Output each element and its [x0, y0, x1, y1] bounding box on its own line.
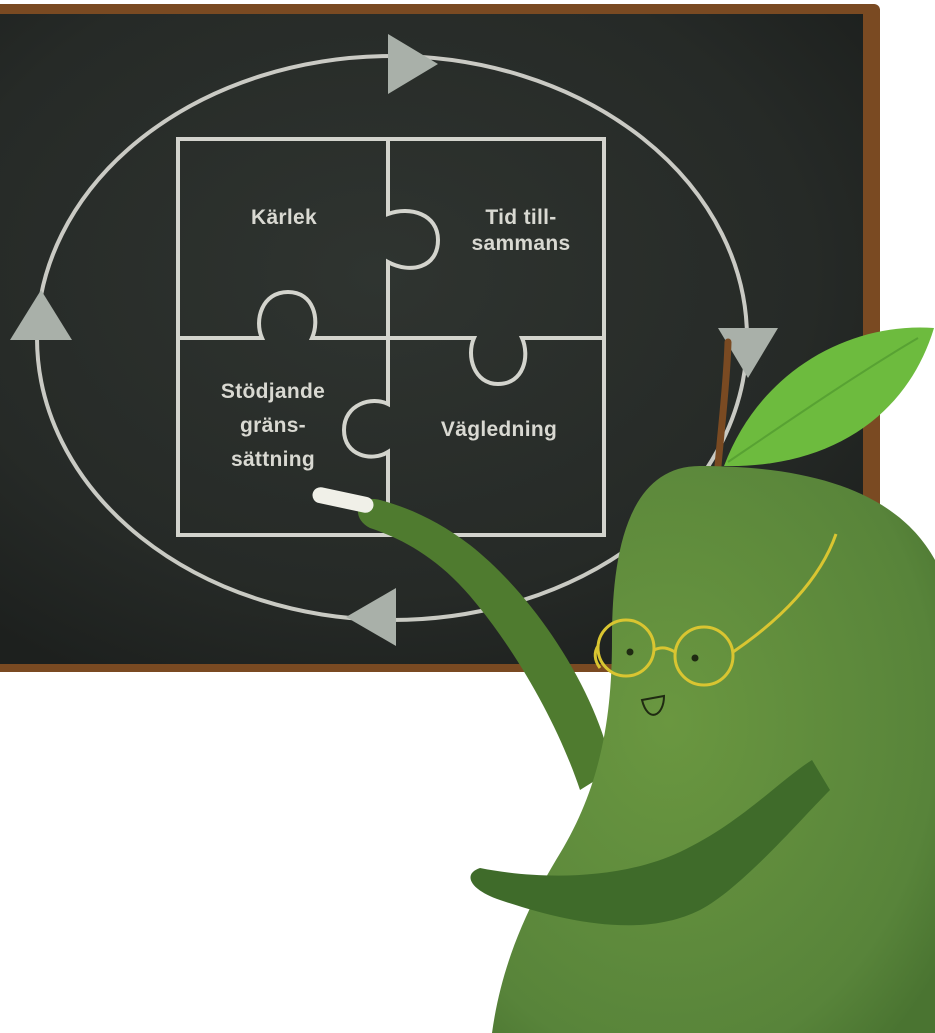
svg-text:Vägledning: Vägledning — [441, 418, 557, 441]
svg-text:gräns-: gräns- — [240, 414, 306, 437]
puzzle-label-top-left: Kärlek — [251, 206, 317, 229]
svg-text:Kärlek: Kärlek — [251, 206, 317, 229]
pear-eye-right — [692, 655, 699, 662]
svg-text:Tid till-: Tid till- — [485, 206, 556, 229]
svg-text:sammans: sammans — [472, 232, 571, 255]
svg-text:sättning: sättning — [231, 448, 315, 471]
svg-text:Stödjande: Stödjande — [221, 380, 325, 403]
pear-eye-left — [627, 649, 634, 656]
puzzle-label-bottom-right: Vägledning — [441, 418, 557, 441]
